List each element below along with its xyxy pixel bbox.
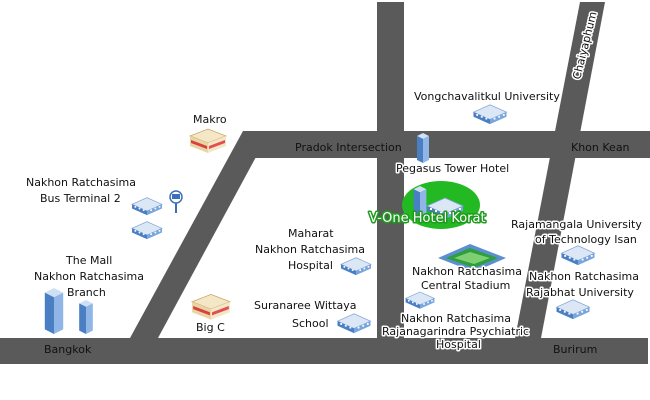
road-network (0, 2, 650, 364)
place-rajabhat-line1: Nakhon Ratchasima (529, 270, 639, 283)
place-makro: Makro (193, 113, 227, 126)
road-label-khon-kean: Khon Kean (571, 141, 630, 154)
road-central-vertical (377, 2, 404, 338)
road-chaiyaphum (515, 2, 605, 338)
road-label-burirum: Burirum (553, 343, 597, 356)
place-the-mall-line1: The Mall (65, 254, 112, 267)
hospital-icon (340, 257, 372, 276)
store-icon (189, 128, 227, 154)
road-khon-kean (243, 131, 650, 158)
university-icon (555, 299, 591, 320)
place-psychiatric-line2: Rajanagarindra Psychiatric (382, 325, 529, 338)
place-rajamangala-line2: of Technology Isan (535, 233, 637, 246)
place-psychiatric-line1: Nakhon Ratchasima (401, 312, 511, 325)
place-bus-terminal-line1: Nakhon Ratchasima (26, 176, 136, 189)
hospital-icon (405, 291, 435, 310)
place-big-c: Big C (196, 321, 225, 334)
road-makro-diagonal (130, 131, 270, 338)
hotel-name: V-One Hotel Korat (369, 211, 486, 226)
tower-icon (417, 133, 429, 163)
road-label-pradok: Pradok Intersection (295, 141, 402, 154)
school-icon (336, 313, 372, 334)
university-icon (472, 104, 508, 125)
bus-icon (131, 190, 183, 240)
store-icon (191, 293, 231, 321)
place-bus-terminal-line2: Bus Terminal 2 (40, 192, 121, 205)
stadium-icon (438, 244, 506, 272)
place-the-mall-line2: Nakhon Ratchasima (34, 270, 144, 283)
place-suranaree-line2: School (292, 317, 329, 330)
hotel-marker[interactable] (402, 181, 480, 229)
university-icon (560, 245, 596, 266)
place-rajabhat-line2: Rajabhat University (526, 286, 634, 299)
place-psychiatric-line3: Hospital (436, 338, 481, 351)
road-label-bangkok: Bangkok (44, 343, 92, 356)
place-rajamangala-line1: Rajamangala University (511, 218, 642, 231)
place-pegasus: Pegasus Tower Hotel (396, 162, 509, 175)
place-maharat-line2: Nakhon Ratchasima (255, 243, 365, 256)
place-vongchavalitkul: Vongchavalitkul University (414, 90, 560, 103)
place-maharat-line3: Hospital (288, 259, 333, 272)
place-the-mall-line3: Branch (67, 286, 106, 299)
place-maharat-line1: Maharat (288, 227, 334, 240)
place-stadium-line1: Nakhon Ratchasima (412, 265, 522, 278)
place-suranaree-line1: Suranaree Wittaya (254, 299, 357, 312)
place-stadium-line2: Central Stadium (421, 279, 510, 292)
road-bangkok-burirum (0, 338, 648, 364)
